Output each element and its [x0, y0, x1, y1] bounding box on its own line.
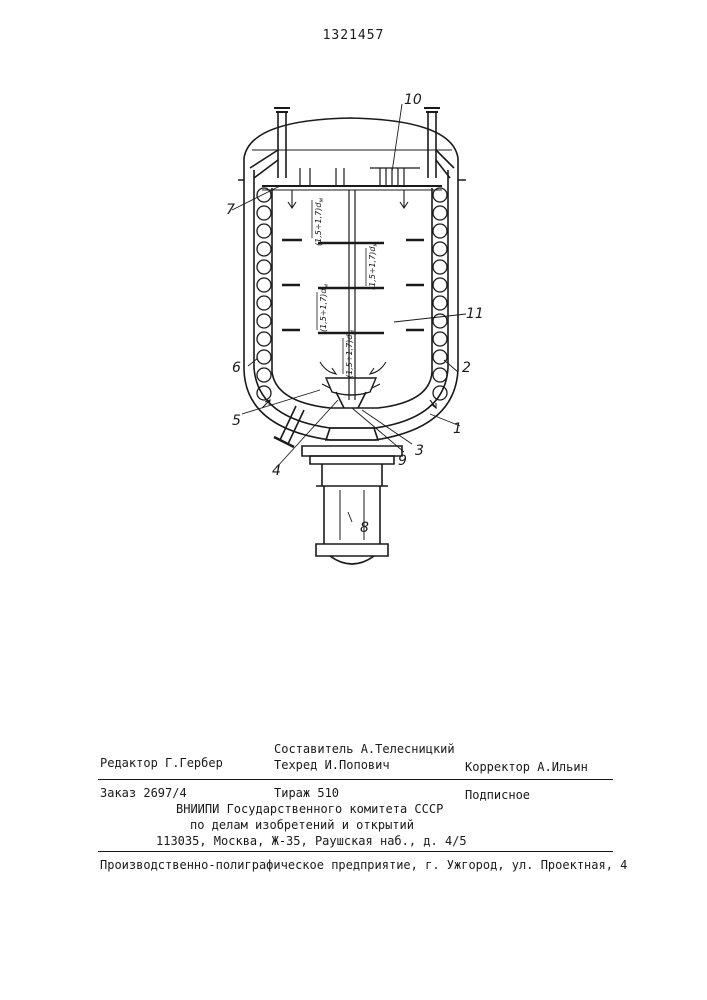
- dimension-label: (1,5÷1,7)dм: [314, 198, 325, 246]
- wall-baffles: [282, 240, 424, 330]
- left-nozzle: [250, 108, 290, 178]
- editor: Редактор Г.Гербер: [100, 756, 223, 770]
- vessel-inner-shell: [254, 170, 448, 428]
- label-4: 4: [272, 463, 281, 479]
- org-line-1: ВНИИПИ Государственного комитета СССР: [176, 802, 443, 816]
- subscription: Подписное: [465, 788, 530, 802]
- left-coil: [257, 188, 271, 400]
- label-8: 8: [360, 520, 369, 536]
- order-number: Заказ 2697/4: [100, 786, 187, 800]
- right-coil: [433, 188, 447, 400]
- org-line-2: по делам изобретений и открытий: [190, 818, 414, 832]
- drain-pipe: [274, 406, 304, 447]
- drive-assembly: [302, 428, 402, 486]
- right-nozzle: [424, 108, 454, 178]
- divider: [98, 779, 613, 780]
- label-1: 1: [453, 421, 462, 437]
- label-10: 10: [404, 92, 422, 108]
- printer-line: Производственно-полиграфическое предприя…: [100, 858, 627, 872]
- dimension-label: (1,5÷1,7)dм: [345, 330, 356, 378]
- label-3: 3: [415, 443, 424, 459]
- dimension-label: (1,5÷1,7)dм: [368, 242, 379, 290]
- label-6: 6: [232, 360, 241, 376]
- reactor-drawing: 1 2 3 4 5 6 7 8 9 10 11 (1,5÷1,7)dм (1,5…: [0, 0, 707, 600]
- compiler: Составитель А.Телесницкий: [274, 742, 455, 756]
- org-address: 113035, Москва, Ж-35, Раушская наб., д. …: [156, 834, 467, 848]
- label-7: 7: [226, 202, 235, 218]
- label-5: 5: [232, 413, 241, 429]
- circulation: Тираж 510: [274, 786, 339, 800]
- label-11: 11: [466, 306, 484, 322]
- label-9: 9: [398, 453, 407, 469]
- corrector: Корректор А.Ильин: [465, 760, 588, 774]
- vessel-outer-shell: [244, 158, 458, 440]
- impeller: [326, 378, 376, 395]
- motor: [316, 486, 388, 564]
- dimension-label: (1,5÷1,7)dм: [319, 284, 330, 332]
- techred: Техред И.Попович: [274, 758, 390, 772]
- divider: [98, 851, 613, 852]
- label-2: 2: [462, 360, 471, 376]
